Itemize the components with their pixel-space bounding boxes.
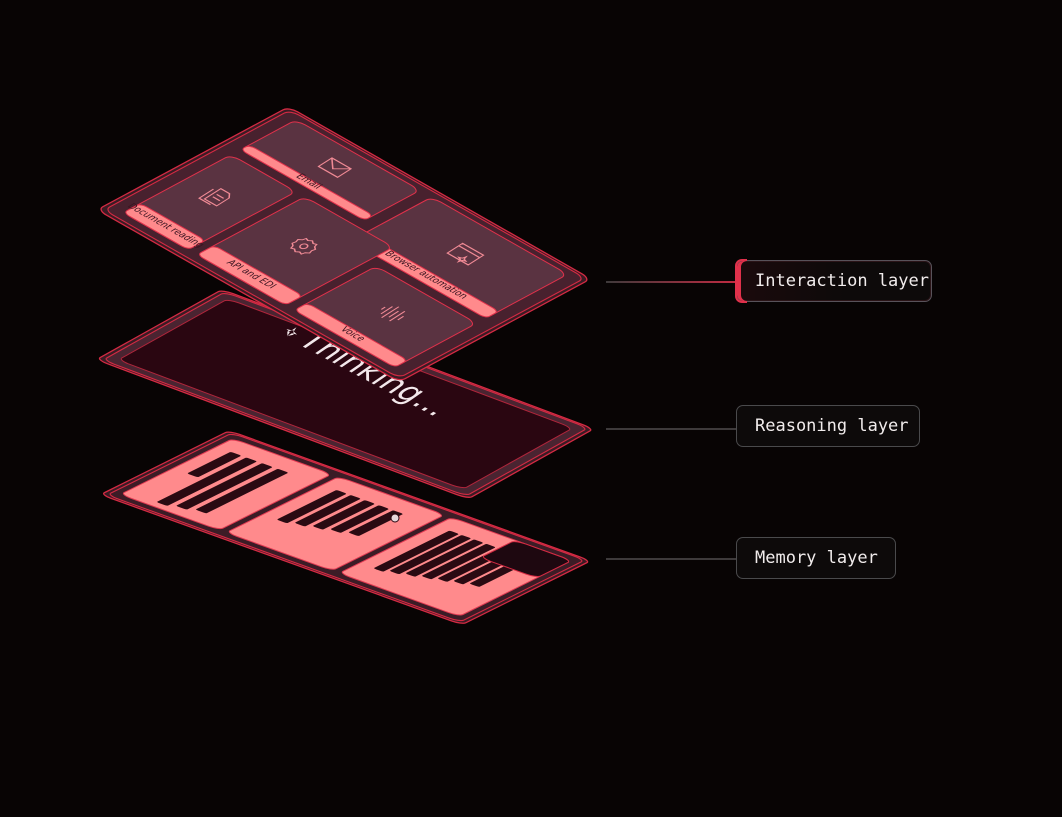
reasoning-layer-label: Reasoning layer: [736, 405, 920, 447]
waveform-icon: [380, 306, 406, 322]
documents-icon: [198, 187, 231, 207]
memory-text-line: [331, 505, 389, 533]
memory-text-line: [157, 457, 257, 506]
tile-api-and-edi: [197, 197, 393, 305]
tile-label-strip: [123, 203, 205, 249]
memory-text-line: [196, 469, 288, 514]
memory-text-line: [406, 539, 483, 577]
memory-layer-plate: [101, 431, 591, 625]
status-dot-icon: [390, 513, 400, 523]
interaction-layer-label: Interaction layer: [735, 259, 932, 303]
memory-text-line: [187, 452, 241, 478]
reasoning-connector: [606, 428, 738, 430]
tile-label-strip: [294, 303, 407, 367]
memory-layer-label: Memory layer: [736, 537, 896, 579]
memory-plate-group: [101, 431, 591, 625]
interaction-layer-text: Interaction layer: [755, 271, 929, 291]
tile-label-strip: [197, 245, 303, 305]
memory-layer-text: Memory layer: [755, 548, 878, 568]
memory-text-line: [390, 535, 471, 574]
interaction-connector: [606, 281, 738, 283]
browser-sparkle-icon: [446, 242, 485, 266]
active-indicator: [735, 259, 747, 303]
gear-icon: [289, 237, 318, 255]
memory-text-line: [295, 495, 361, 527]
interaction-plate-group: [97, 107, 591, 382]
memory-connector: [606, 558, 738, 560]
memory-text-line: [277, 490, 347, 523]
tile-email: [240, 120, 420, 221]
memory-text-line: [348, 510, 403, 536]
memory-text-line: [422, 544, 496, 580]
memory-text-line: [176, 463, 273, 510]
memory-side-panel: [480, 540, 571, 578]
tile-label-strip: [240, 145, 373, 220]
memory-text-line: [313, 500, 375, 530]
memory-card-2: [226, 477, 444, 571]
memory-text-line: [374, 530, 459, 572]
tile-document-reading: [123, 155, 296, 250]
envelope-icon: [317, 157, 353, 178]
tile-voice: [294, 266, 476, 367]
sparkle-icon: [286, 327, 298, 337]
reasoning-layer-text: Reasoning layer: [755, 416, 909, 436]
